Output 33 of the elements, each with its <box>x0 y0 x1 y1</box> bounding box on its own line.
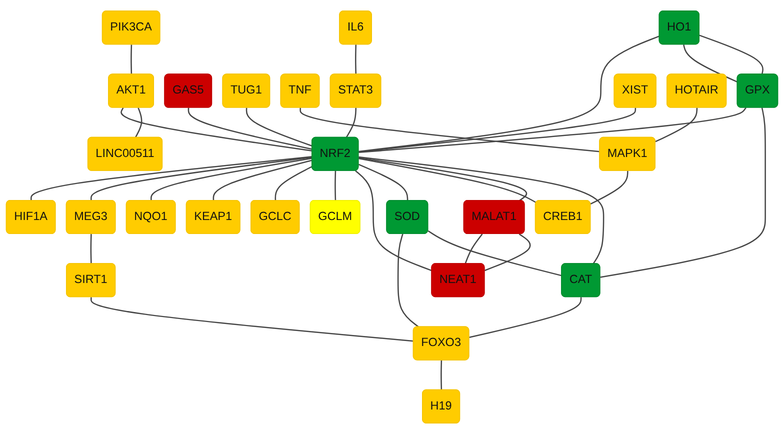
connector <box>464 234 483 264</box>
connector <box>334 170 336 201</box>
connector <box>358 35 660 152</box>
connector <box>355 170 432 272</box>
connector <box>90 234 92 264</box>
connector <box>346 108 357 138</box>
connector <box>590 170 628 205</box>
connector <box>358 156 604 264</box>
connector <box>683 44 738 83</box>
connector <box>469 297 582 338</box>
connector <box>134 108 142 138</box>
connector <box>358 108 636 152</box>
connector <box>90 156 312 201</box>
connector <box>358 107 746 154</box>
connector <box>655 108 698 142</box>
connector <box>699 34 764 75</box>
connector <box>428 230 562 276</box>
connector <box>484 234 531 272</box>
connector <box>300 108 600 152</box>
connector <box>120 108 312 152</box>
connector <box>600 108 766 278</box>
connector <box>440 360 442 390</box>
connector <box>358 164 408 201</box>
connector <box>355 44 357 74</box>
connector <box>246 108 312 147</box>
connector <box>212 160 312 201</box>
connector <box>274 166 313 201</box>
connector <box>90 297 414 342</box>
connector <box>130 44 132 74</box>
connector <box>30 156 312 201</box>
connector <box>397 234 420 328</box>
connector <box>150 158 312 201</box>
connector <box>188 108 312 150</box>
